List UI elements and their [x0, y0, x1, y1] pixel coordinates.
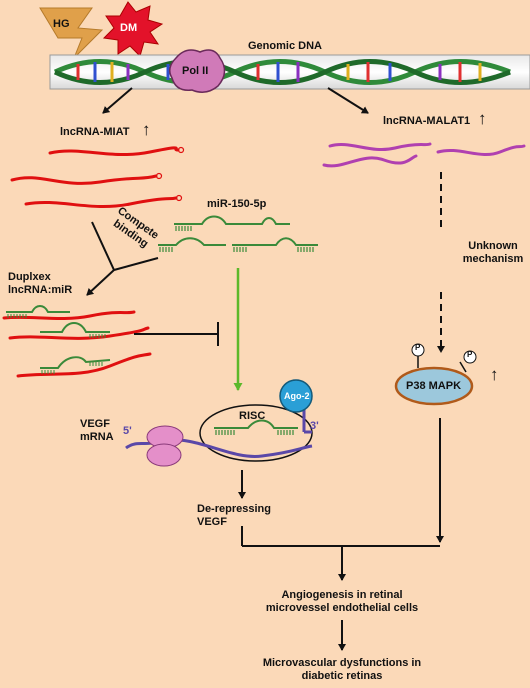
arrow-dna-to-malat1 — [327, 87, 369, 114]
dysfunction-label: Microvascular dysfunctions in diabetic r… — [262, 657, 422, 682]
risc-complex — [161, 404, 313, 462]
pol2-enzyme — [169, 49, 226, 93]
mirna-strands — [158, 215, 318, 246]
pol2-label: Pol II — [182, 65, 209, 77]
genomic-dna-label: Genomic DNA — [248, 40, 322, 52]
malat1-label: lncRNA-MALAT1 — [383, 115, 471, 127]
miat-up-arrow: ↑ — [142, 120, 151, 139]
hg-bolt-icon — [39, 7, 104, 59]
duplex-label: Duplxex lncRNA:miR — [8, 271, 73, 296]
ribosome-icon — [146, 425, 184, 467]
malat1-up-arrow: ↑ — [478, 109, 487, 128]
compete-binding-fork — [86, 221, 159, 296]
ago2-protein — [279, 379, 313, 413]
five-prime-label: 5' — [123, 425, 132, 437]
duplex-lncrna-mir — [2, 305, 152, 378]
phospho-1-label: P — [415, 343, 421, 352]
p38-label: P38 MAPK — [406, 380, 462, 392]
dm-label: DM — [120, 22, 138, 34]
p38-up-arrow: ↑ — [490, 365, 499, 384]
miat-label: lncRNA-MIAT — [60, 126, 130, 138]
ago2-label: Ago-2 — [284, 391, 310, 401]
phospho-2-label: P — [467, 350, 473, 359]
p38-mapk-protein — [394, 343, 477, 406]
mirna-label: miR-150-5p — [207, 198, 267, 210]
risc-label: RISC — [239, 410, 266, 422]
three-prime-label: 3' — [310, 420, 319, 432]
arrow-dna-to-miat — [102, 87, 133, 114]
unknown-mechanism-label: Unknown mechanism — [462, 240, 524, 265]
derepress-vegf-label: De-repressing VEGF — [197, 503, 271, 528]
vegf-mrna-label: VEGF mRNA — [80, 418, 114, 443]
inhibition-line — [134, 322, 219, 346]
hg-label: HG — [53, 18, 70, 30]
malat1-rna-strands — [322, 142, 526, 168]
genomic-dna-bar — [49, 54, 530, 90]
miat-rna-strands — [10, 146, 180, 208]
angiogenesis-label: Angiogenesis in retinal microvessel endo… — [265, 589, 419, 614]
